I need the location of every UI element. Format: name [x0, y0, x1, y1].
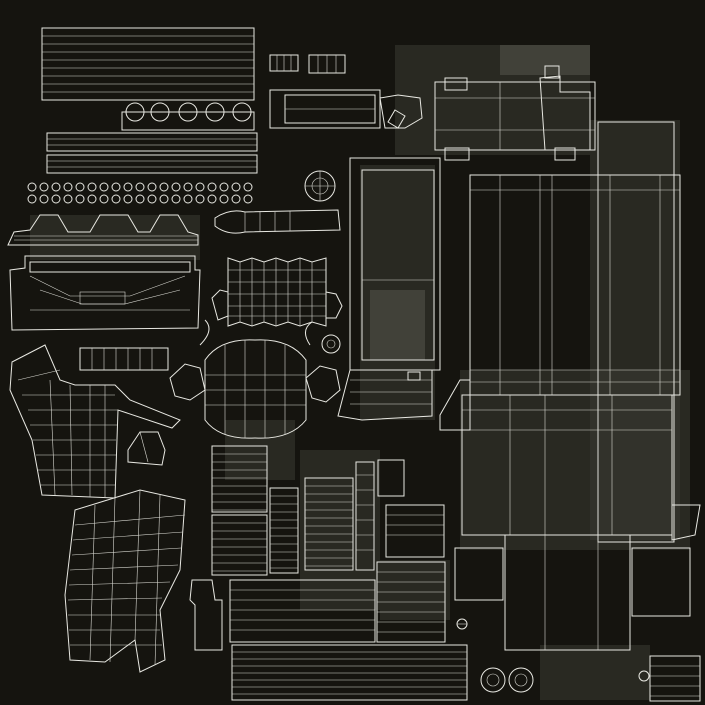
bolt-uv [123, 194, 133, 204]
bolt-uv [207, 194, 217, 204]
bolt-uv [123, 182, 133, 192]
bolt-uv [111, 194, 121, 204]
bolt-uv [39, 182, 49, 192]
uv-island-bottom-plank [189, 579, 468, 701]
bolt-uv [243, 194, 253, 204]
uv-island-bolt-row [27, 182, 253, 204]
uv-island-wave-quilt [211, 257, 343, 327]
bolt-uv [159, 194, 169, 204]
bolt-uv [183, 182, 193, 192]
uv-island-pillow [214, 209, 341, 234]
uv-island-small-blocks [269, 54, 346, 74]
bolt-uv [135, 182, 145, 192]
striped-block [211, 445, 268, 513]
striped-block [269, 487, 299, 574]
bolt-uv [51, 194, 61, 204]
uv-island-knobs [304, 170, 341, 354]
uv-island-main-body [439, 121, 701, 702]
bolt-uv [195, 194, 205, 204]
texture-ghost-layer [30, 45, 690, 700]
uv-island-mid-blocks [355, 459, 446, 643]
bolt-uv [27, 182, 37, 192]
bolt-uv [207, 182, 217, 192]
uv-island-radial-seat [79, 319, 341, 439]
bolt-uv [99, 182, 109, 192]
uv-island-striped-blocks [211, 445, 354, 576]
uv-island-scallop-strip [121, 102, 255, 131]
bolt-uv [135, 194, 145, 204]
bolt-uv [243, 182, 253, 192]
uv-island-cloth-upper [9, 344, 181, 499]
bolt-uv [147, 182, 157, 192]
bolt-uv [75, 194, 85, 204]
bolt-uv [171, 182, 181, 192]
bolt-uv [231, 194, 241, 204]
bolt-uv [39, 194, 49, 204]
striped-block [304, 477, 354, 571]
uv-island-rods [46, 132, 258, 174]
uv-island-tall-panel [269, 89, 441, 421]
bolt-uv [183, 194, 193, 204]
bolt-uv [195, 182, 205, 192]
bolt-uv [111, 182, 121, 192]
bolt-uv [27, 194, 37, 204]
bolt-uv [75, 182, 85, 192]
bolt-uv [63, 194, 73, 204]
bolt-uv [87, 182, 97, 192]
bolt-uv [171, 194, 181, 204]
bolt-uv [147, 194, 157, 204]
uv-island-seat [9, 255, 201, 331]
uv-island-top-plank [41, 27, 255, 101]
bolt-uv [219, 182, 229, 192]
bolt-uv [231, 182, 241, 192]
uv-island-top-right-cluster [434, 65, 596, 161]
uv-island-bottom-knobs [456, 618, 650, 693]
bolt-uv [159, 182, 169, 192]
bolt-uv [99, 194, 109, 204]
striped-block [211, 514, 268, 576]
uv-island-cloth-lower [64, 489, 186, 673]
bolt-uv [51, 182, 61, 192]
bolt-uv [219, 194, 229, 204]
bolt-uv [63, 182, 73, 192]
uv-island-connector [7, 214, 199, 246]
bolt-uv [87, 194, 97, 204]
